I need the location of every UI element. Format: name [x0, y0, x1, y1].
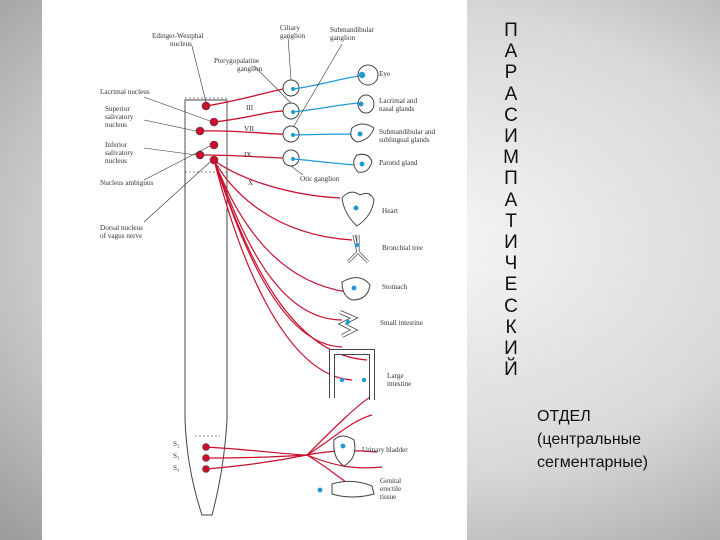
organ-genital [318, 481, 374, 497]
organ-eye [358, 65, 378, 85]
sacral-s3: S₃ [173, 452, 180, 460]
sacral-s4: S₄ [173, 464, 180, 472]
organ-large-intestine [332, 352, 372, 400]
nerve-iii: III [246, 104, 254, 112]
nerve-x: X [248, 179, 254, 187]
organ-urinary-bladder [334, 436, 355, 466]
svg-text:Nucleus ambiguus: Nucleus ambiguus [100, 179, 154, 187]
organ-lacrimal [358, 95, 374, 113]
postganglionic-fibers [293, 76, 360, 165]
svg-text:Otic ganglion: Otic ganglion [300, 175, 340, 183]
subtitle-line-1: ОТДЕЛ [537, 405, 717, 428]
cranial-ganglia [283, 80, 299, 166]
subtitle-line-3: сегментарные) [537, 451, 717, 474]
sacral-fibers [206, 395, 382, 490]
nucleus-ambiguus-dot [210, 141, 218, 149]
subtitle: ОТДЕЛ (центральные сегментарные) [537, 405, 717, 474]
organ-parotid [354, 154, 372, 172]
organ-stomach [342, 278, 370, 300]
nerve-ix: IX [244, 151, 252, 159]
spinal-cord-outline [185, 100, 227, 515]
svg-text:Parotid gland: Parotid gland [379, 159, 418, 167]
nerve-vii: VII [244, 125, 255, 133]
svg-text:Urinary bladder: Urinary bladder [362, 446, 408, 454]
organ-small-intestine [340, 312, 354, 336]
svg-text:Stomach: Stomach [382, 283, 408, 291]
subtitle-line-2: (центральные [537, 428, 717, 451]
vagus-fibers [214, 160, 367, 380]
svg-text:Lacrimal nucleus: Lacrimal nucleus [100, 88, 150, 96]
svg-text:Heart: Heart [382, 207, 398, 215]
otic-ganglion [283, 150, 299, 166]
sacral-s2: S₂ [173, 440, 180, 448]
svg-text:Bronchial tree: Bronchial tree [382, 244, 423, 252]
svg-text:Small intestine: Small intestine [380, 319, 423, 327]
organ-bronchial [348, 235, 368, 262]
submandibular-ganglion [283, 126, 299, 142]
svg-text:Eye: Eye [379, 70, 390, 78]
organ-heart [342, 192, 374, 226]
organ-submandibular [351, 124, 374, 142]
